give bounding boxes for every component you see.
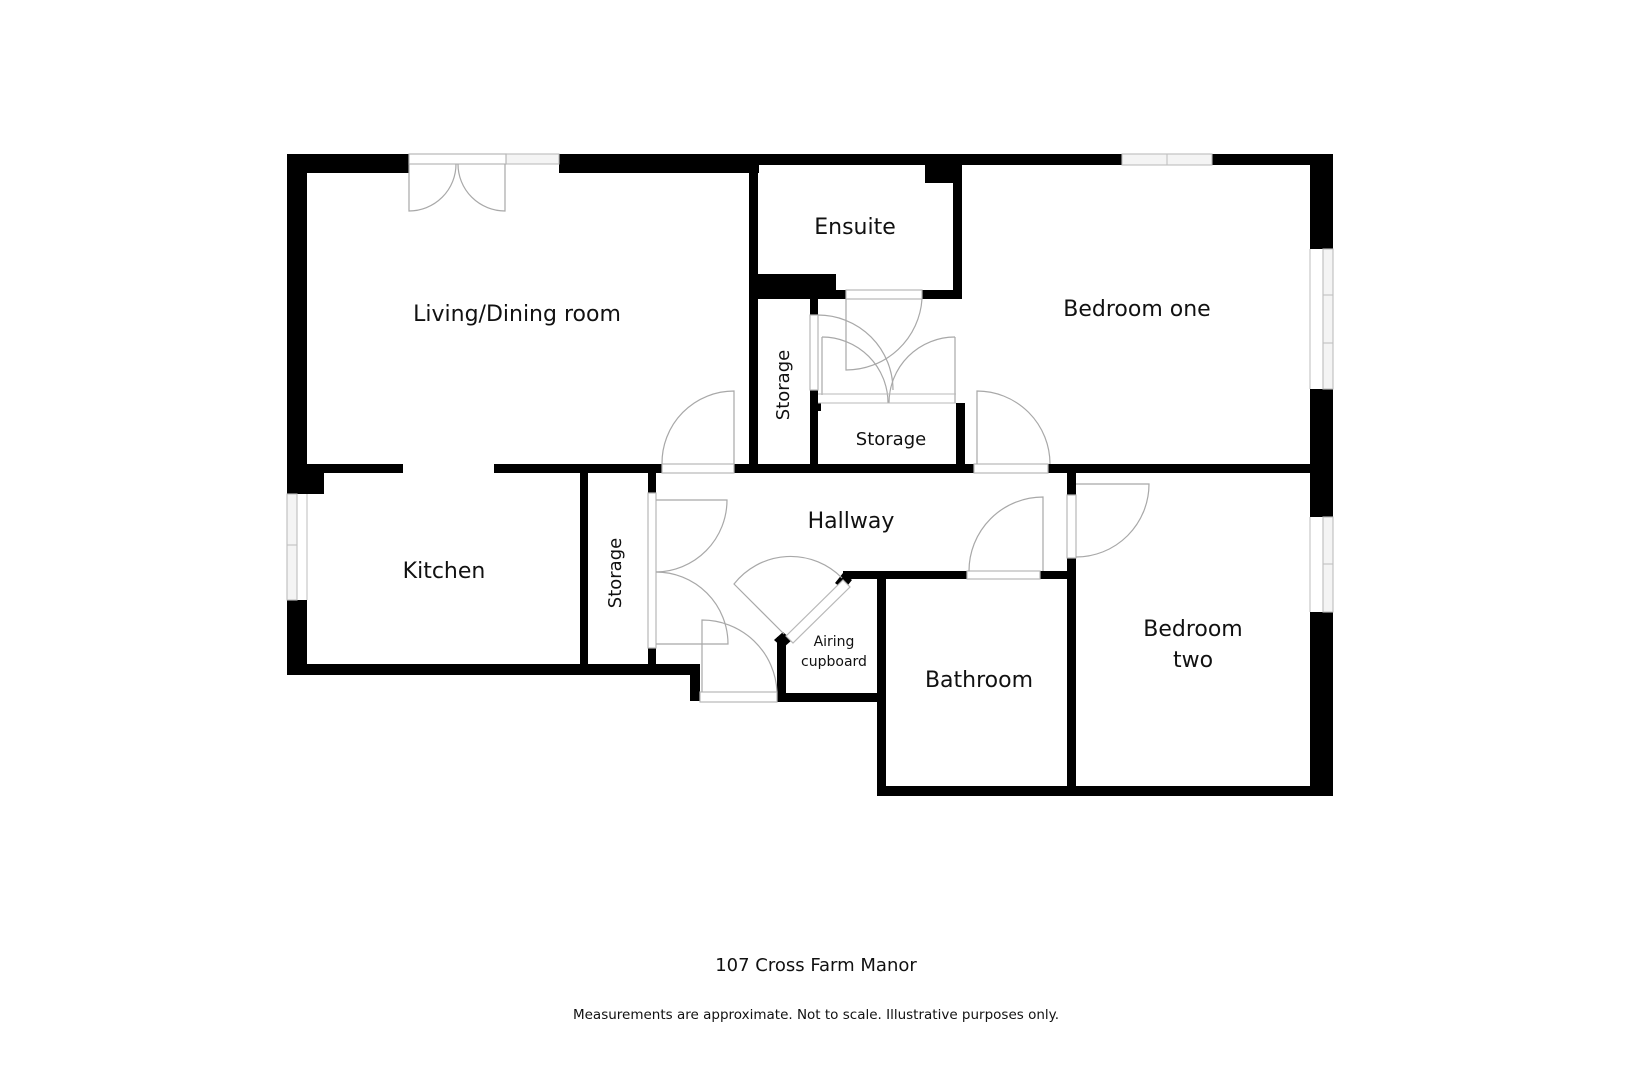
windows bbox=[286, 153, 1334, 613]
property-name: 107 Cross Farm Manor bbox=[715, 955, 917, 976]
room-label-storage-horizontal-upper: Storage bbox=[856, 429, 926, 450]
room-label-kitchen: Kitchen bbox=[403, 559, 486, 584]
front-door bbox=[699, 619, 778, 703]
disclaimer: Measurements are approximate. Not to sca… bbox=[572, 1007, 1060, 1023]
patio-door-frame bbox=[408, 153, 507, 165]
living-room-door bbox=[661, 390, 735, 474]
window-bedroom-one-right bbox=[1322, 248, 1334, 390]
window-living-top bbox=[505, 153, 560, 165]
room-label-storage-vertical-upper: Storage bbox=[773, 350, 794, 420]
storage-upper-doors bbox=[809, 314, 956, 404]
room-labels: Living/Dining room Ensuite Bedroom one S… bbox=[403, 215, 1243, 693]
room-label-airing-line2: cupboard bbox=[801, 654, 867, 670]
room-label-hallway: Hallway bbox=[808, 509, 895, 534]
doors bbox=[408, 163, 1150, 703]
room-label-airing-line1: Airing bbox=[814, 634, 855, 650]
airing-cupboard-door bbox=[733, 555, 851, 644]
window-kitchen-left bbox=[286, 493, 298, 601]
room-label-bedroom-two-line1: Bedroom bbox=[1143, 617, 1243, 642]
room-label-bedroom-two-line2: two bbox=[1173, 648, 1213, 673]
patio-double-door bbox=[408, 163, 506, 212]
room-label-living-dining: Living/Dining room bbox=[413, 302, 621, 327]
interior-walls bbox=[307, 165, 1310, 796]
storage-lower-doors bbox=[647, 492, 729, 649]
bedroom-two-door bbox=[1066, 483, 1150, 559]
bedroom-one-door bbox=[973, 390, 1051, 474]
room-label-storage-vertical-lower: Storage bbox=[605, 538, 626, 608]
ensuite-door bbox=[845, 289, 923, 371]
outer-walls bbox=[287, 154, 1333, 796]
room-label-bathroom: Bathroom bbox=[925, 668, 1033, 693]
bathroom-door bbox=[966, 496, 1044, 580]
room-label-bedroom-one: Bedroom one bbox=[1063, 297, 1210, 322]
room-label-ensuite: Ensuite bbox=[814, 215, 896, 240]
